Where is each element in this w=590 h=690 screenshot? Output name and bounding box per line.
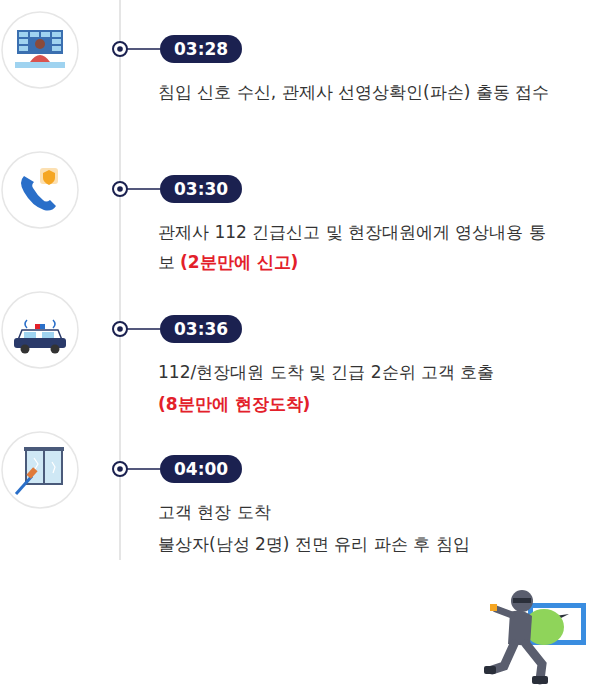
time-text: 03:28 <box>174 39 228 59</box>
description-text: 고객 현장 도착 <box>158 502 271 522</box>
time-pill: 03:36 <box>160 315 242 343</box>
time-text: 03:30 <box>174 179 228 199</box>
highlight-note: (2분만에 신고) <box>180 252 298 272</box>
description: 관제사 112 긴급신고 및 현장대원에게 영상내용 통보(2분만에 신고) <box>158 217 558 277</box>
time-pill: 03:28 <box>160 35 242 63</box>
description: (8분만에 현장도착) <box>158 389 558 419</box>
highlight-note: (8분만에 현장도착) <box>158 394 310 414</box>
time-text: 04:00 <box>174 459 228 479</box>
description: 불상자(남성 2명) 전면 유리 파손 후 침입 <box>158 529 558 559</box>
description-text: 불상자(남성 2명) 전면 유리 파손 후 침입 <box>158 534 470 554</box>
description: 고객 현장 도착 <box>158 497 558 527</box>
time-text: 03:36 <box>174 319 228 339</box>
time-pill: 03:30 <box>160 175 242 203</box>
description: 침입 신호 수신, 관제사 선영상확인(파손) 출동 접수 <box>158 77 558 107</box>
time-pill: 04:00 <box>160 455 242 483</box>
description-text: 112/현장대원 도착 및 긴급 2순위 고객 호출 <box>158 362 494 382</box>
description-text: 침입 신호 수신, 관제사 선영상확인(파손) 출동 접수 <box>158 82 549 102</box>
description: 112/현장대원 도착 및 긴급 2순위 고객 호출 <box>158 357 558 387</box>
